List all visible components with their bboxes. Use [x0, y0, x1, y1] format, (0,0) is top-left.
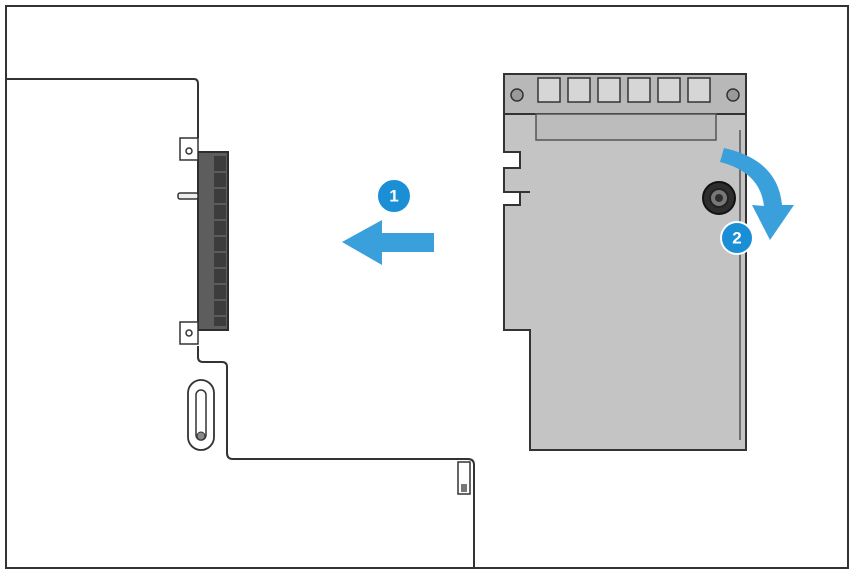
thumbscrew-icon	[702, 181, 736, 215]
diagram-frame	[5, 5, 849, 569]
board-outline	[7, 78, 475, 568]
step-2-label: 2	[732, 229, 741, 248]
arrow-left-icon	[342, 220, 434, 265]
expansion-card	[503, 73, 747, 451]
step-1-badge: 1	[376, 178, 412, 214]
step-1-label: 1	[389, 187, 398, 206]
latch	[457, 461, 471, 495]
rotate-clockwise-icon	[720, 148, 794, 240]
standoff-slot	[187, 379, 215, 451]
riser-connector	[177, 137, 229, 345]
step-2-badge: 2	[720, 221, 754, 255]
